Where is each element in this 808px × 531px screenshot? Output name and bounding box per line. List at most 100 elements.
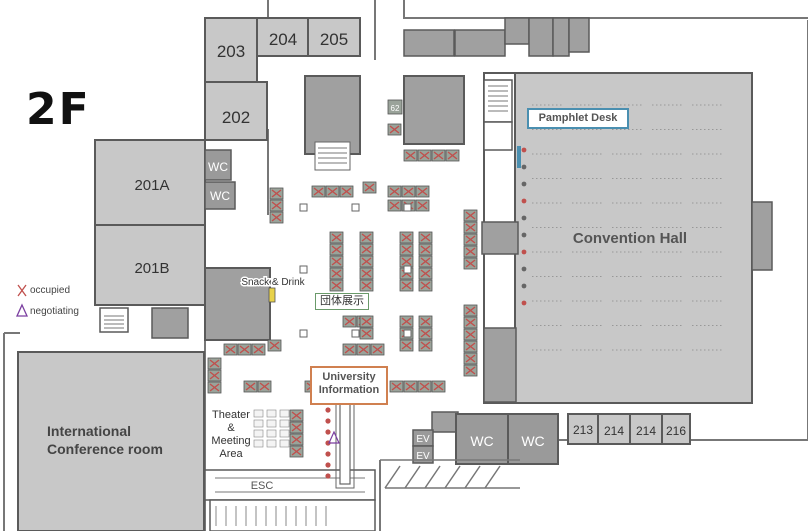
hall-booth-marker[interactable] bbox=[521, 215, 527, 221]
booth-occupied[interactable] bbox=[403, 380, 418, 393]
booth-occupied[interactable] bbox=[418, 279, 433, 292]
booth-occupied[interactable] bbox=[289, 445, 304, 458]
booth-occupied[interactable] bbox=[399, 315, 414, 328]
booth-occupied[interactable] bbox=[399, 243, 414, 256]
booth-occupied[interactable] bbox=[418, 339, 433, 352]
booth-occupied[interactable] bbox=[418, 267, 433, 280]
booth-occupied[interactable] bbox=[418, 231, 433, 244]
theater-seat[interactable] bbox=[279, 419, 290, 428]
booth-occupied[interactable] bbox=[289, 409, 304, 422]
booth-occupied[interactable] bbox=[251, 343, 266, 356]
booth-occupied[interactable] bbox=[339, 185, 354, 198]
hall-booth-marker[interactable] bbox=[521, 249, 527, 255]
room-202[interactable] bbox=[204, 81, 268, 141]
pamphlet-desk[interactable]: Pamphlet Desk bbox=[527, 108, 629, 129]
booth-occupied[interactable] bbox=[207, 369, 222, 382]
info-booth-marker[interactable] bbox=[325, 473, 331, 479]
booth-occupied[interactable] bbox=[463, 209, 478, 222]
wc-4[interactable] bbox=[507, 413, 559, 465]
room-204[interactable] bbox=[256, 17, 309, 57]
booth-occupied[interactable] bbox=[399, 339, 414, 352]
booth-occupied[interactable] bbox=[359, 231, 374, 244]
room-213[interactable] bbox=[567, 413, 599, 445]
snack-area[interactable] bbox=[204, 267, 271, 341]
booth-occupied[interactable] bbox=[269, 187, 284, 200]
booth-occupied[interactable] bbox=[403, 149, 418, 162]
booth-occupied[interactable] bbox=[463, 245, 478, 258]
theater-seat[interactable] bbox=[279, 409, 290, 418]
info-booth-marker[interactable] bbox=[325, 407, 331, 413]
booth-occupied[interactable] bbox=[370, 343, 385, 356]
info-booth-marker[interactable] bbox=[325, 451, 331, 457]
booth-occupied[interactable] bbox=[463, 221, 478, 234]
booth-occupied[interactable] bbox=[463, 340, 478, 353]
booth-occupied[interactable] bbox=[257, 380, 272, 393]
booth-occupied[interactable] bbox=[329, 279, 344, 292]
booth-occupied[interactable] bbox=[223, 343, 238, 356]
booth-occupied[interactable] bbox=[418, 255, 433, 268]
booth-occupied[interactable] bbox=[463, 316, 478, 329]
theater-seat[interactable] bbox=[266, 419, 277, 428]
theater-seat[interactable] bbox=[266, 439, 277, 448]
theater-seat[interactable] bbox=[253, 429, 264, 438]
booth-occupied[interactable] bbox=[267, 339, 282, 352]
booth-occupied[interactable] bbox=[415, 185, 430, 198]
hall-booth-marker[interactable] bbox=[521, 198, 527, 204]
booth-occupied[interactable] bbox=[415, 199, 430, 212]
hall-booth-marker[interactable] bbox=[521, 266, 527, 272]
booth-occupied[interactable] bbox=[359, 315, 374, 328]
booth-occupied[interactable] bbox=[207, 381, 222, 394]
booth-occupied[interactable] bbox=[243, 380, 258, 393]
booth-occupied[interactable] bbox=[399, 279, 414, 292]
room-205[interactable] bbox=[307, 17, 361, 57]
booth-occupied[interactable] bbox=[329, 243, 344, 256]
theater-seat[interactable] bbox=[266, 409, 277, 418]
booth-occupied[interactable] bbox=[359, 243, 374, 256]
info-booth-marker[interactable] bbox=[325, 418, 331, 424]
booth-occupied[interactable] bbox=[207, 357, 222, 370]
booth-occupied[interactable] bbox=[359, 279, 374, 292]
booth-occupied[interactable] bbox=[463, 304, 478, 317]
hall-booth-marker[interactable] bbox=[521, 164, 527, 170]
booth-occupied[interactable] bbox=[362, 181, 377, 194]
center-room[interactable] bbox=[403, 75, 465, 145]
booth-occupied[interactable] bbox=[311, 185, 326, 198]
booth-occupied[interactable] bbox=[399, 231, 414, 244]
hall-booth-marker[interactable] bbox=[521, 283, 527, 289]
room-201b[interactable] bbox=[94, 224, 206, 306]
booth-occupied[interactable] bbox=[431, 380, 446, 393]
booth-occupied[interactable] bbox=[417, 149, 432, 162]
booth-occupied[interactable] bbox=[342, 343, 357, 356]
booth-occupied[interactable] bbox=[329, 267, 344, 280]
booth-occupied[interactable] bbox=[387, 123, 402, 136]
booth-occupied[interactable] bbox=[445, 149, 460, 162]
booth-occupied[interactable] bbox=[418, 327, 433, 340]
booth-occupied[interactable] bbox=[387, 199, 402, 212]
theater-seat[interactable] bbox=[279, 429, 290, 438]
theater-seat[interactable] bbox=[279, 439, 290, 448]
booth-occupied[interactable] bbox=[237, 343, 252, 356]
booth-occupied[interactable] bbox=[463, 352, 478, 365]
info-booth-marker[interactable] bbox=[325, 429, 331, 435]
booth-occupied[interactable] bbox=[463, 364, 478, 377]
booth-occupied[interactable] bbox=[389, 380, 404, 393]
booth-occupied[interactable] bbox=[289, 421, 304, 434]
booth-occupied[interactable] bbox=[463, 328, 478, 341]
booth-62[interactable] bbox=[387, 99, 403, 115]
wc-1[interactable] bbox=[204, 149, 232, 181]
hall-booth-marker[interactable] bbox=[521, 181, 527, 187]
booth-occupied[interactable] bbox=[463, 233, 478, 246]
booth-occupied[interactable] bbox=[359, 327, 374, 340]
hall-booth-marker[interactable] bbox=[521, 147, 527, 153]
booth-occupied[interactable] bbox=[401, 185, 416, 198]
ev-2[interactable] bbox=[412, 445, 434, 464]
booth-occupied[interactable] bbox=[356, 343, 371, 356]
booth-occupied[interactable] bbox=[329, 255, 344, 268]
booth-occupied[interactable] bbox=[325, 185, 340, 198]
booth-occupied[interactable] bbox=[329, 231, 344, 244]
booth-occupied[interactable] bbox=[431, 149, 446, 162]
wc-2[interactable] bbox=[204, 181, 236, 210]
hall-booth-marker[interactable] bbox=[521, 232, 527, 238]
booth-occupied[interactable] bbox=[359, 255, 374, 268]
wc-3[interactable] bbox=[455, 413, 509, 465]
